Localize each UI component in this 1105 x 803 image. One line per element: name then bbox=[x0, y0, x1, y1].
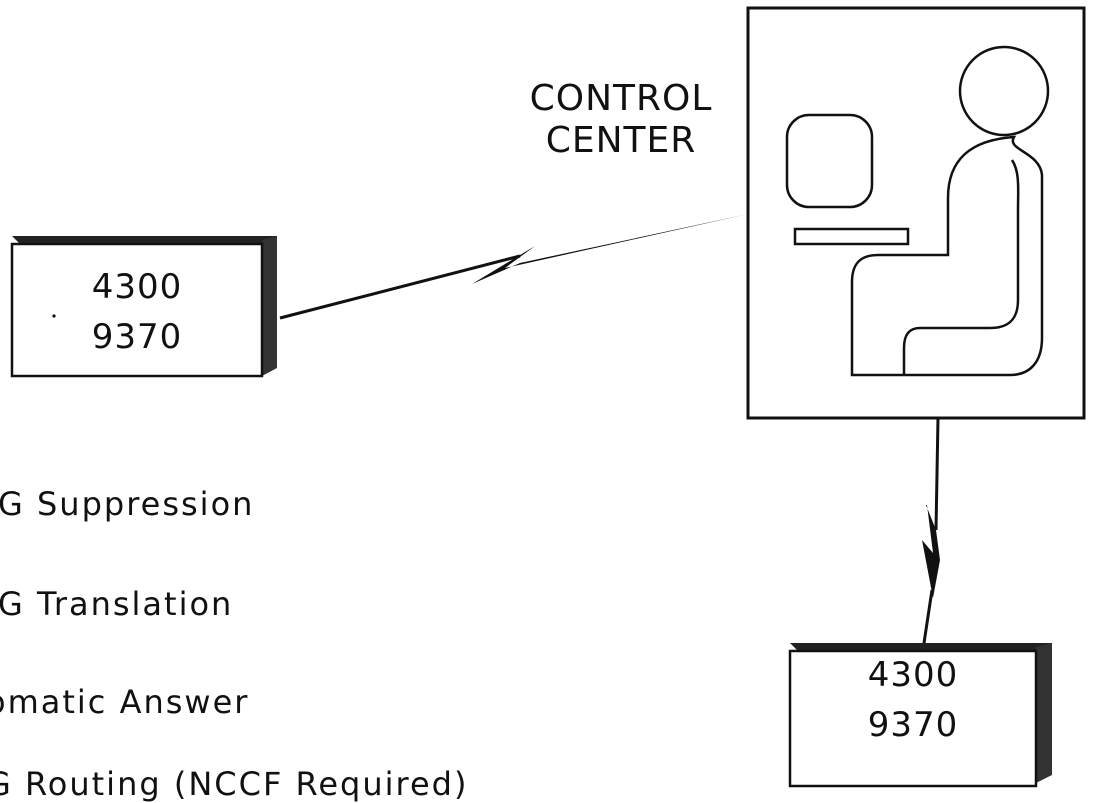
operator-seat-icon bbox=[902, 159, 1020, 375]
control-center-label-line1: CONTROL bbox=[529, 78, 713, 119]
host-left-model-2: 9370 bbox=[91, 317, 183, 357]
host-left-model-1: 4300 bbox=[91, 267, 183, 307]
operator-body-icon bbox=[850, 135, 1044, 377]
telecom-link-left bbox=[279, 214, 748, 320]
feature-item: G Translation bbox=[0, 585, 234, 623]
host-bottom-box bbox=[788, 643, 1052, 788]
host-left-box bbox=[10, 236, 277, 378]
control-center-label-line2: CENTER bbox=[545, 120, 697, 161]
feature-item: G Suppression bbox=[0, 485, 255, 523]
host-bottom-model-1: 4300 bbox=[867, 655, 959, 695]
monitor-icon bbox=[785, 113, 874, 209]
control-center-box bbox=[746, 6, 1086, 420]
host-bottom-model-2: 9370 bbox=[867, 705, 959, 745]
feature-item: omatic Answer bbox=[0, 683, 250, 721]
host-bottom-label: 4300 9370 bbox=[790, 650, 1036, 750]
operator-head-icon bbox=[958, 45, 1050, 137]
telecom-link-bottom bbox=[922, 417, 940, 644]
lightning-bolt-icon bbox=[472, 214, 748, 284]
lightning-bolt-icon bbox=[922, 505, 940, 598]
control-center-label: CONTROL CENTER bbox=[512, 78, 730, 162]
feature-item: G Routing (NCCF Required) bbox=[0, 765, 469, 803]
host-left-label: 4300 9370 bbox=[12, 262, 262, 362]
speck bbox=[52, 314, 56, 318]
keyboard-icon bbox=[793, 227, 910, 246]
